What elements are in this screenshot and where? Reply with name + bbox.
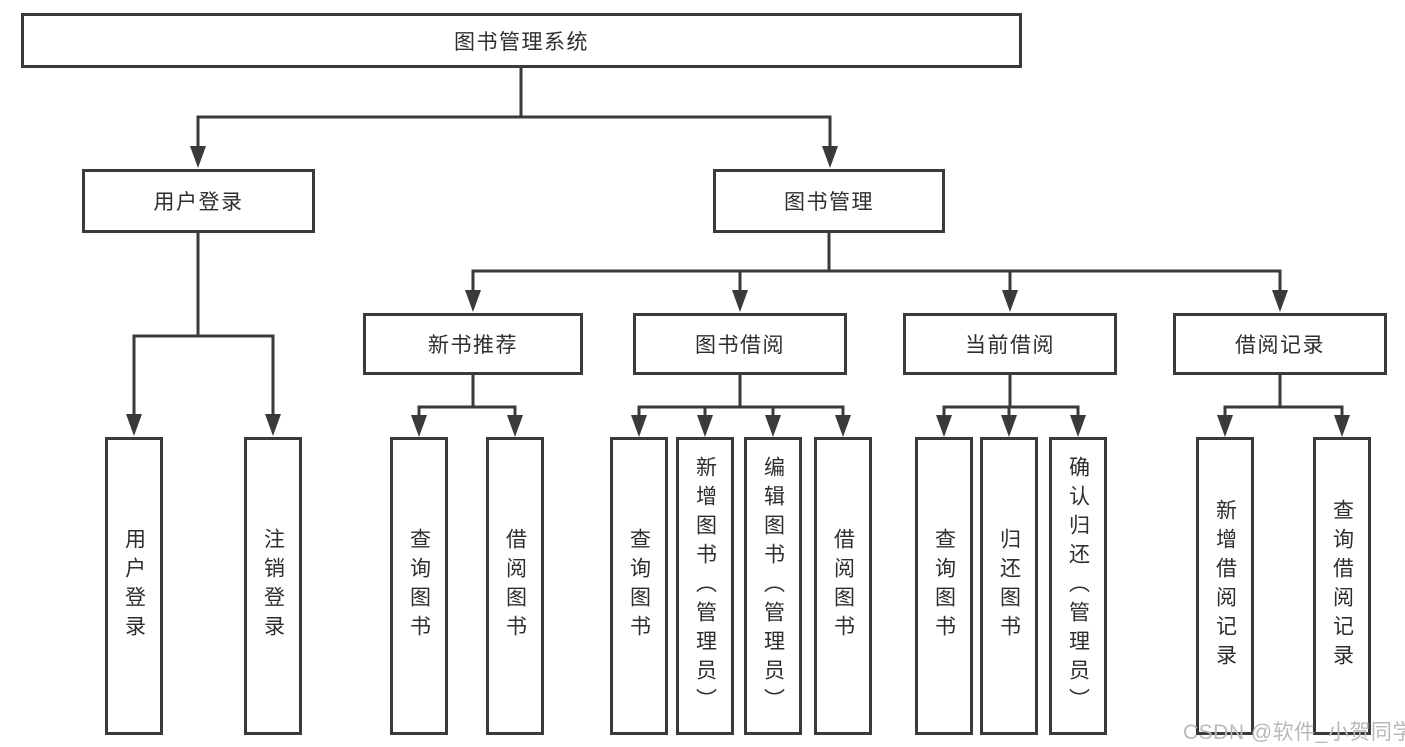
connector-arrowhead — [411, 415, 427, 437]
node-label: 确认归还（管理员） — [1066, 455, 1090, 717]
connector-arrowhead — [732, 290, 748, 312]
connector-arrowhead — [822, 146, 838, 168]
node-leaf-edit-book-admin: 编辑图书（管理员） — [744, 437, 802, 735]
node-label: 图书管理 — [784, 191, 874, 214]
node-leaf-query-books-recommend: 查询图书 — [390, 437, 448, 735]
node-label: 新增借阅记录 — [1213, 499, 1237, 673]
node-label: 当前借阅 — [965, 334, 1055, 357]
node-leaf-confirm-return-admin: 确认归还（管理员） — [1049, 437, 1107, 735]
connector-arrowhead — [1070, 415, 1086, 437]
connector-arrowhead — [1001, 415, 1017, 437]
node-label: 借阅记录 — [1235, 334, 1325, 357]
connector-arrowhead — [126, 414, 142, 436]
connector-arrowhead — [190, 146, 206, 168]
node-leaf-query-books-borrowing: 查询图书 — [610, 437, 668, 735]
connector-arrowhead — [507, 415, 523, 437]
node-label: 编辑图书（管理员） — [761, 455, 785, 717]
node-leaf-query-borrow-record: 查询借阅记录 — [1313, 437, 1371, 735]
node-label: 查询图书 — [627, 528, 651, 644]
node-leaf-user-login: 用户登录 — [105, 437, 163, 735]
connector-arrowhead — [1272, 290, 1288, 312]
node-label: 查询借阅记录 — [1330, 499, 1354, 673]
connector-arrowhead — [1217, 415, 1233, 437]
node-user-login: 用户登录 — [82, 169, 315, 233]
node-new-book-recommend: 新书推荐 — [363, 313, 583, 375]
node-label: 新增图书（管理员） — [693, 455, 717, 717]
connector-arrowhead — [631, 415, 647, 437]
node-label: 注销登录 — [261, 528, 285, 644]
node-label: 图书管理系统 — [454, 30, 589, 54]
connector-arrowhead — [1334, 415, 1350, 437]
node-label: 借阅图书 — [831, 528, 855, 644]
connector-arrowhead — [835, 415, 851, 437]
node-leaf-query-books-current: 查询图书 — [915, 437, 973, 735]
connector-arrowhead — [265, 414, 281, 436]
node-leaf-add-borrow-record: 新增借阅记录 — [1196, 437, 1254, 735]
node-label: 用户登录 — [153, 191, 244, 214]
node-label: 查询图书 — [932, 528, 956, 644]
connector-arrowhead — [697, 415, 713, 437]
connector-arrowhead — [465, 290, 481, 312]
connector-arrowhead — [936, 415, 952, 437]
node-leaf-add-book-admin: 新增图书（管理员） — [676, 437, 734, 735]
node-leaf-borrow-books-borrowing: 借阅图书 — [814, 437, 872, 735]
watermark: CSDN @软件_小贺同学 — [1183, 721, 1405, 744]
node-leaf-return-book: 归还图书 — [980, 437, 1038, 735]
connector-arrowhead — [765, 415, 781, 437]
node-book-management: 图书管理 — [713, 169, 945, 233]
node-label: 借阅图书 — [503, 528, 527, 644]
node-borrowing-records: 借阅记录 — [1173, 313, 1387, 375]
node-label: 图书借阅 — [695, 334, 785, 357]
node-current-borrowing: 当前借阅 — [903, 313, 1117, 375]
connector-arrowhead — [1002, 290, 1018, 312]
node-label: 用户登录 — [122, 528, 146, 644]
node-label: 查询图书 — [407, 528, 431, 644]
node-leaf-logout: 注销登录 — [244, 437, 302, 735]
node-label: 新书推荐 — [428, 334, 518, 357]
node-book-borrowing: 图书借阅 — [633, 313, 847, 375]
node-label: 归还图书 — [997, 528, 1021, 644]
node-root: 图书管理系统 — [21, 13, 1022, 68]
node-leaf-borrow-books-recommend: 借阅图书 — [486, 437, 544, 735]
